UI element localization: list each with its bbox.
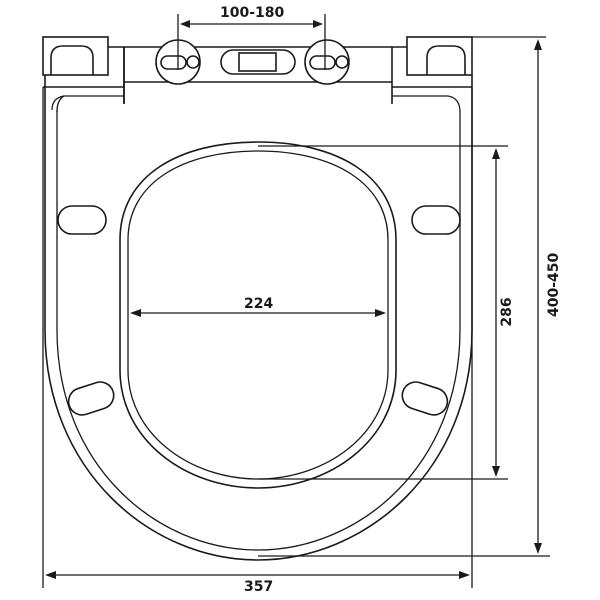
label-inner-width: 224 — [244, 296, 274, 312]
dimension-overall-length — [258, 36, 550, 557]
bumper-bottom-left — [67, 381, 115, 416]
bumper-pads — [57, 205, 461, 416]
seat-outer-outline — [44, 75, 473, 561]
dimension-inner-width — [130, 309, 386, 317]
center-release-button — [220, 49, 296, 75]
dimension-overall-width — [42, 87, 473, 588]
label-hinge-spacing: 100-180 — [220, 5, 285, 21]
bumper-top-left — [57, 205, 107, 235]
label-overall-width: 357 — [244, 579, 274, 595]
label-overall-length: 400-450 — [546, 252, 562, 317]
bumper-top-right — [411, 205, 461, 235]
left-back-bracket — [42, 36, 125, 104]
dimension-hinge-spacing — [177, 14, 326, 70]
right-back-bracket — [391, 36, 473, 104]
bumper-bottom-right — [401, 381, 449, 416]
right-hinge-icon — [304, 39, 350, 85]
seat-inner-opening — [119, 141, 397, 489]
dimension-inner-length — [258, 145, 508, 480]
label-inner-length: 286 — [499, 297, 515, 327]
